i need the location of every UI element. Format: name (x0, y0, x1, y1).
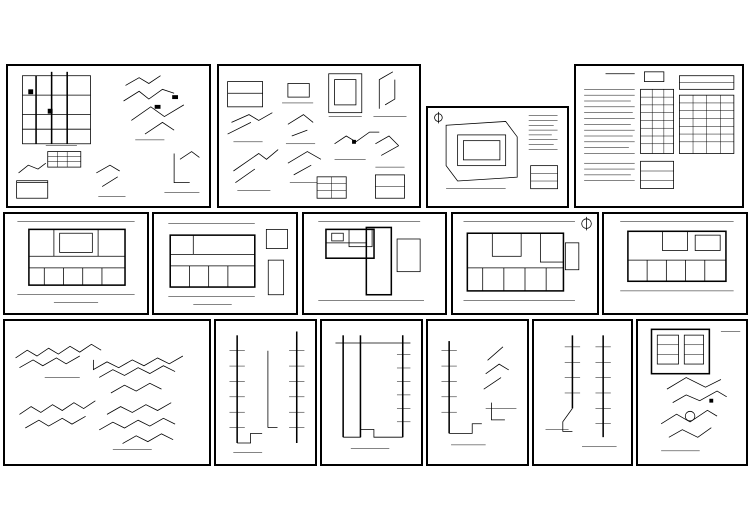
drawing-sheet-site-plan[interactable] (426, 106, 569, 208)
drawing-sheet-floor-plan-1[interactable] (3, 212, 149, 315)
floor-plan-icon (620, 221, 734, 292)
drawing-sheet-floor-plan-3[interactable] (302, 212, 447, 315)
isometric-piping-icon (15, 343, 184, 450)
drawing-sheet-riser-1[interactable] (214, 319, 317, 466)
pipe-details-icon (227, 71, 407, 199)
site-plan-icon (434, 111, 558, 190)
drawing-sheet-riser-3[interactable] (426, 319, 529, 466)
drawing-sheet-system-diagram[interactable] (6, 64, 211, 208)
drawing-sheet-schedule[interactable] (574, 64, 744, 208)
floor-plan-icon (318, 221, 424, 301)
floor-plan-icon (17, 221, 135, 303)
drawing-sheet-isometric-piping[interactable] (3, 319, 211, 466)
floor-plan-icon (168, 223, 288, 305)
drawing-sheet-pipe-details[interactable] (217, 64, 421, 208)
drawing-sheet-floor-plan-2[interactable] (152, 212, 298, 315)
riser-diagram-icon (441, 341, 517, 446)
floor-plan-icon (463, 216, 592, 301)
schedule-table-icon (584, 71, 735, 189)
pump-room-detail-icon (650, 328, 741, 452)
drawing-sheet-riser-2[interactable] (320, 319, 423, 466)
pipe-system-diagram-icon (16, 71, 200, 199)
drawing-sheet-pump-room[interactable] (636, 319, 748, 466)
drawing-sheet-floor-plan-5[interactable] (602, 212, 748, 315)
drawing-sheet-floor-plan-4[interactable] (451, 212, 599, 315)
riser-diagram-icon (229, 331, 305, 453)
riser-diagram-icon (335, 335, 411, 449)
riser-diagram-icon (545, 335, 617, 448)
drawing-sheet-riser-4[interactable] (532, 319, 633, 466)
